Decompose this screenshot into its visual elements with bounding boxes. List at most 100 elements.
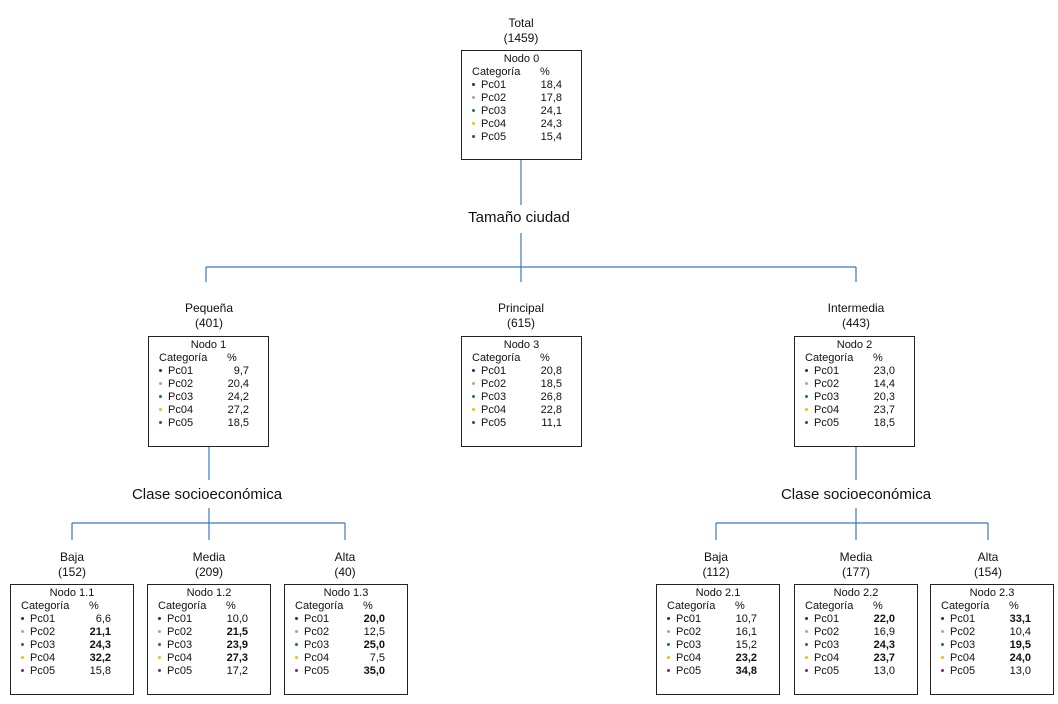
category-dot-icon	[805, 368, 808, 372]
category-dot-icon	[472, 407, 475, 411]
percent-cell: 34,8	[735, 665, 757, 677]
category-dot-icon	[159, 394, 162, 398]
category-label: Pc02	[814, 626, 840, 638]
category-cell: Pc01	[158, 613, 216, 626]
percent-cell: 20,8	[540, 365, 562, 377]
category-cell: Pc01	[941, 613, 999, 626]
category-label: Pc02	[950, 626, 976, 638]
category-dot-icon	[667, 616, 670, 620]
percent-cell: 11,1	[541, 417, 562, 429]
category-cell: Pc04	[941, 652, 999, 665]
category-dot-icon	[21, 668, 24, 672]
category-dot-icon	[295, 629, 298, 633]
percent-cell: 24,3	[873, 639, 895, 651]
category-label: Pc04	[950, 652, 976, 664]
category-dot-icon	[472, 121, 475, 125]
percent-cell: 23,0	[873, 365, 895, 377]
category-dot-icon	[295, 642, 298, 646]
branch-count: (1459)	[503, 31, 539, 45]
category-dot-icon	[472, 134, 475, 138]
header-percent: %	[1009, 600, 1019, 612]
header-category: Categoría	[667, 600, 716, 612]
category-dot-icon	[472, 95, 475, 99]
category-cell: Pc02	[158, 626, 216, 639]
percent-cell: 22,8	[540, 404, 562, 416]
percent-cell: 23,7	[873, 652, 895, 664]
category-cell: Pc04	[159, 404, 217, 417]
table-header-row: Categoría%	[805, 352, 895, 365]
category-cell: Pc01	[295, 613, 353, 626]
table-header-row: Categoría%	[159, 352, 249, 365]
node-title: Nodo 1.3	[323, 587, 369, 599]
category-cell: Pc04	[805, 652, 863, 665]
percent-cell: 24,3	[540, 118, 562, 130]
percent-cell: 13,0	[873, 665, 895, 677]
branch-count: (152)	[57, 565, 86, 579]
category-dot-icon	[472, 394, 475, 398]
category-label: Pc03	[814, 639, 840, 651]
category-label: Pc03	[676, 639, 702, 651]
header-category: Categoría	[159, 352, 208, 364]
category-cell: Pc05	[21, 665, 79, 678]
category-dot-icon	[472, 368, 475, 372]
category-label: Pc05	[814, 417, 840, 429]
branch-name: Baja	[59, 550, 85, 564]
category-cell: Pc05	[159, 417, 217, 430]
label-intermedia: Intermedia (443)	[786, 301, 926, 331]
category-cell: Pc04	[21, 652, 79, 665]
branch-count: (443)	[841, 316, 870, 330]
table-header-row: Categoría%	[805, 600, 895, 613]
node-title: Nodo 2.1	[695, 587, 741, 599]
category-cell: Pc01	[667, 613, 725, 626]
category-cell: Pc05	[805, 665, 863, 678]
header-percent: %	[873, 352, 883, 364]
category-dot-icon	[472, 420, 475, 424]
branch-count: (177)	[841, 565, 870, 579]
category-cell: Pc03	[159, 391, 217, 404]
header-percent: %	[226, 600, 236, 612]
label-pequena: Pequeña (401)	[139, 301, 279, 331]
branch-name: Principal	[497, 301, 545, 315]
percent-cell: 27,3	[226, 652, 248, 664]
category-dot-icon	[21, 616, 24, 620]
label-n13: Alta (40)	[275, 550, 415, 580]
category-cell: Pc02	[472, 92, 530, 105]
branch-name: Media	[192, 550, 226, 564]
category-label: Pc03	[167, 639, 193, 651]
percent-cell: 20,3	[873, 391, 895, 403]
category-cell: Pc03	[21, 639, 79, 652]
split-variable-node1: Clase socioeconómica	[131, 486, 283, 503]
category-label: Pc01	[304, 613, 330, 625]
header-category: Categoría	[158, 600, 207, 612]
category-label: Pc05	[30, 665, 56, 677]
category-dot-icon	[21, 655, 24, 659]
table-header-row: Categoría%	[941, 600, 1031, 613]
category-label: Pc05	[950, 665, 976, 677]
category-dot-icon	[667, 655, 670, 659]
category-cell: Pc02	[805, 626, 863, 639]
category-dot-icon	[295, 668, 298, 672]
category-dot-icon	[158, 668, 161, 672]
category-dot-icon	[472, 82, 475, 86]
category-label: Pc02	[481, 378, 507, 390]
node-title: Nodo 2.3	[969, 587, 1015, 599]
percent-cell: 20,0	[363, 613, 385, 625]
